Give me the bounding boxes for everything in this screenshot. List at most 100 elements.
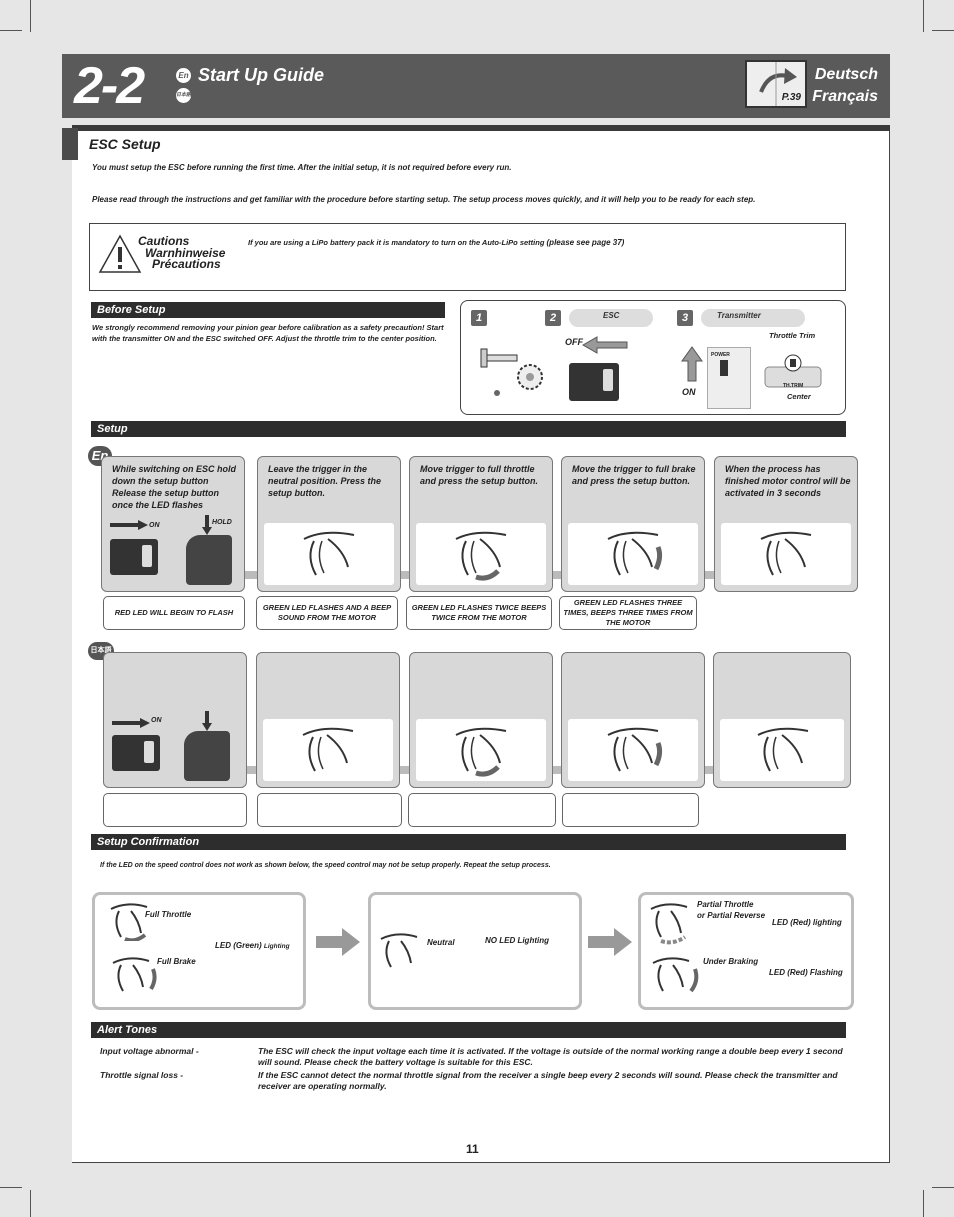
cautions-label: Cautions: [138, 234, 190, 248]
jp-led-status-2: [257, 793, 402, 827]
throttle-trim-label: Throttle Trim: [769, 331, 816, 340]
step-number-3: 3: [677, 310, 693, 326]
esc-pill: ESC: [569, 309, 653, 327]
off-arrow-icon: [581, 336, 628, 354]
led-status-1: RED LED WILL BEGIN TO FLASH: [103, 596, 245, 630]
crop-mark: [30, 0, 31, 32]
confirmation-note: If the LED on the speed control does not…: [100, 862, 551, 869]
jp-step-4-card: [561, 652, 705, 788]
setup-step-1-text: While switching on ESC hold down the set…: [112, 464, 236, 510]
trigger-partial-throttle-icon: [650, 903, 688, 945]
trigger-full-brake-icon: [607, 727, 663, 772]
crop-mark: [0, 1187, 22, 1188]
lang-deutsch[interactable]: Deutsch: [814, 66, 878, 83]
page-title: Start Up Guide: [198, 65, 325, 85]
trigger-neutral-icon: [303, 531, 355, 576]
hold-label: HOLD: [212, 519, 232, 526]
jp-step-1-card: ON: [103, 652, 247, 788]
throttle-trim-dial-icon: [764, 354, 822, 388]
on-arrow-icon: [112, 718, 150, 728]
setup-step-2-card: Leave the trigger in the neutral positio…: [257, 456, 401, 592]
esc-unit-icon: [569, 363, 619, 401]
alert-text-voltage: The ESC will check the input voltage eac…: [258, 1046, 843, 1067]
setup-button-hand-icon: [184, 731, 230, 781]
confirmation-box-neutral: Neutral NO LED Lighting: [368, 892, 582, 1010]
crop-mark: [923, 1190, 924, 1217]
partial-throttle-label: Partial Throttle: [697, 900, 754, 909]
lighting-label: Lighting: [263, 943, 290, 950]
page-number: 11: [466, 1142, 479, 1156]
crop-mark: [30, 1190, 31, 1217]
on-arrow-up-icon: [681, 346, 703, 382]
no-led-label: NO LED Lighting: [485, 936, 549, 945]
intro-text-1: You must setup the ESC before running th…: [92, 163, 512, 172]
setup-bar: Setup: [91, 421, 846, 437]
japanese-badge: 日本語: [176, 88, 191, 103]
esc-setup-title: ESC Setup: [89, 136, 161, 152]
jp-led-status-4: [562, 793, 699, 827]
book-page-ref: P.39: [781, 92, 801, 103]
power-switch[interactable]: [720, 360, 728, 376]
trigger-under-braking-icon: [652, 957, 699, 993]
jp-step-2-card: [256, 652, 400, 788]
jp-led-status-3: [408, 793, 556, 827]
trigger-full-brake-icon: [607, 531, 663, 576]
section-tab: [62, 128, 78, 160]
book-icon[interactable]: P.39: [745, 60, 807, 108]
full-brake-label: Full Brake: [157, 957, 196, 966]
led-status-3: GREEN LED FLASHES TWICE BEEPS TWICE FROM…: [406, 596, 552, 630]
flow-arrow-icon: [588, 928, 632, 956]
jp-led-status-1: [103, 793, 247, 827]
on-label: ON: [682, 387, 696, 397]
trigger-neutral-icon: [302, 727, 354, 772]
confirmation-box-throttle-brake: Full Throttle Full Brake LED (Green) Lig…: [92, 892, 306, 1010]
setup-confirmation-bar: Setup Confirmation: [91, 834, 846, 850]
on-label: ON: [149, 522, 160, 529]
on-arrow-icon: [110, 520, 148, 530]
setup-step-3-card: Move trigger to full throttle and press …: [409, 456, 553, 592]
led-status-2: GREEN LED FLASHES AND A BEEP SOUND FROM …: [256, 596, 398, 630]
partial-reverse-label: or Partial Reverse: [697, 911, 766, 920]
led-red-flashing-label: LED (Red) Flashing: [769, 968, 843, 977]
divider: [72, 125, 890, 131]
setup-step-3-text: Move trigger to full throttle and press …: [420, 464, 539, 486]
setup-step-5-card: When the process has finished motor cont…: [714, 456, 858, 592]
crop-mark: [932, 30, 954, 31]
setup-button-hand-icon: [186, 535, 232, 585]
section-header: 2-2 En 日本語 Start Up Guide P.39 Deutsch F…: [62, 54, 890, 118]
step-number-1: 1: [471, 310, 487, 326]
hold-arrow-icon: [202, 515, 212, 535]
setup-step-4-card: Move the trigger to full brake and press…: [561, 456, 705, 592]
trigger-neutral-icon: [757, 727, 809, 772]
trigger-full-throttle-icon: [455, 727, 507, 777]
crop-mark: [0, 30, 22, 31]
trigger-neutral-icon: [760, 531, 812, 576]
full-throttle-label: Full Throttle: [145, 910, 192, 919]
setup-step-2-text: Leave the trigger in the neutral positio…: [268, 464, 382, 498]
esc-unit-icon: [110, 539, 158, 575]
alert-text-signal: If the ESC cannot detect the normal thro…: [258, 1070, 838, 1091]
alert-label-signal: Throttle signal loss -: [100, 1070, 184, 1080]
cautions-text: If you are using a LiPo battery pack it …: [248, 238, 545, 247]
transmitter-power-panel: POWER: [707, 347, 751, 409]
confirmation-box-partial: Partial Throttle or Partial Reverse LED …: [638, 892, 854, 1010]
cautions-page-ref[interactable]: (please see page 37): [546, 238, 625, 247]
english-badge: En: [176, 68, 191, 83]
led-green-label: LED (Green): [215, 941, 262, 950]
led-red-lighting-label: LED (Red) lighting: [772, 918, 842, 927]
setup-step-1-card: While switching on ESC hold down the set…: [101, 456, 245, 592]
under-braking-label: Under Braking: [703, 957, 759, 966]
alert-label-voltage: Input voltage abnormal -: [100, 1046, 199, 1056]
transmitter-pill: Transmitter: [701, 309, 805, 327]
lang-francais[interactable]: Français: [812, 88, 878, 105]
trigger-full-brake-icon: [112, 957, 157, 992]
power-label: POWER: [711, 352, 730, 358]
hold-arrow-icon: [202, 711, 212, 731]
warnhinweise-label: Warnhinweise: [145, 246, 226, 260]
setup-step-4-text: Move the trigger to full brake and press…: [572, 464, 696, 486]
trigger-full-throttle-icon: [455, 531, 507, 581]
off-label: OFF: [565, 337, 583, 347]
crop-mark: [932, 1187, 954, 1188]
alert-tones-bar: Alert Tones: [91, 1022, 846, 1038]
crop-mark: [923, 0, 924, 32]
